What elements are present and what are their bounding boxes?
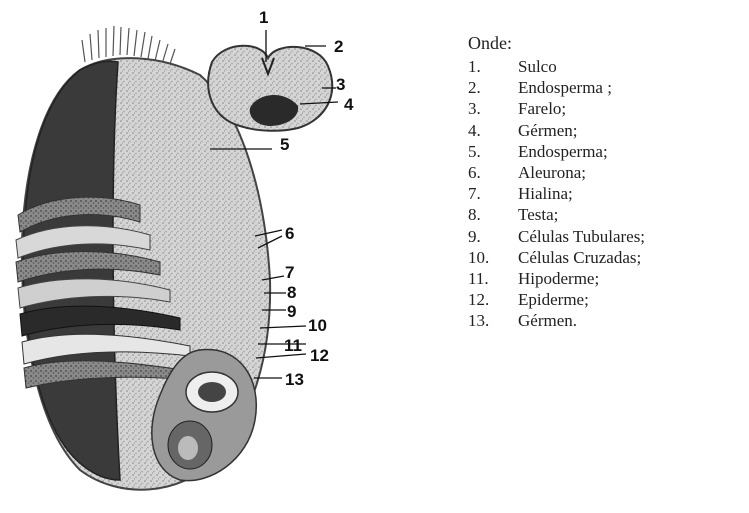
figure-label-2: 2 xyxy=(334,37,343,56)
figure-label-12: 12 xyxy=(310,346,329,365)
legend-item-text: Hipoderme; xyxy=(518,269,599,288)
figure-label-6: 6 xyxy=(285,224,294,243)
legend-item-text: Testa; xyxy=(518,205,558,224)
legend-item-number: 9. xyxy=(468,226,518,247)
figure-label-1: 1 xyxy=(259,8,268,27)
legend-item-text: Endosperma ; xyxy=(518,78,612,97)
legend-item-number: 11. xyxy=(468,268,518,289)
figure-label-9: 9 xyxy=(287,302,296,321)
legend-item-number: 13. xyxy=(468,310,518,331)
figure-label-7: 7 xyxy=(285,263,294,282)
legend-item-number: 4. xyxy=(468,120,518,141)
legend-item: 5.Endosperma; xyxy=(468,141,748,162)
legend-item-text: Sulco xyxy=(518,57,557,76)
legend-item-text: Farelo; xyxy=(518,99,566,118)
figure-label-10: 10 xyxy=(308,316,327,335)
legend-list: 1.Sulco 2.Endosperma ; 3.Farelo; 4.Gérme… xyxy=(468,56,748,332)
legend-item-text: Células Cruzadas; xyxy=(518,248,641,267)
legend-item-number: 8. xyxy=(468,204,518,225)
legend-item: 9.Células Tubulares; xyxy=(468,226,748,247)
legend-item-number: 2. xyxy=(468,77,518,98)
legend-item-number: 3. xyxy=(468,98,518,119)
figure-label-13: 13 xyxy=(285,370,304,389)
figure-label-4: 4 xyxy=(344,95,354,114)
legend-item-number: 10. xyxy=(468,247,518,268)
legend-item-text: Gérmen. xyxy=(518,311,577,330)
legend-item: 12.Epiderme; xyxy=(468,289,748,310)
legend-item: 1.Sulco xyxy=(468,56,748,77)
legend-item: 2.Endosperma ; xyxy=(468,77,748,98)
figure-label-5: 5 xyxy=(280,135,289,154)
figure-label-8: 8 xyxy=(287,283,296,302)
legend-item: 13.Gérmen. xyxy=(468,310,748,331)
legend-item-text: Epiderme; xyxy=(518,290,589,309)
legend-item: 11.Hipoderme; xyxy=(468,268,748,289)
legend-item-number: 5. xyxy=(468,141,518,162)
legend: Onde: 1.Sulco 2.Endosperma ; 3.Farelo; 4… xyxy=(468,33,748,332)
legend-title: Onde: xyxy=(468,33,748,54)
grain-cross-section xyxy=(208,46,332,131)
legend-item: 7.Hialina; xyxy=(468,183,748,204)
legend-item-text: Gérmen; xyxy=(518,121,577,140)
legend-item-number: 7. xyxy=(468,183,518,204)
legend-item-number: 6. xyxy=(468,162,518,183)
legend-item: 4.Gérmen; xyxy=(468,120,748,141)
legend-item-text: Aleurona; xyxy=(518,163,586,182)
legend-item: 10.Células Cruzadas; xyxy=(468,247,748,268)
legend-item-number: 1. xyxy=(468,56,518,77)
legend-item: 6.Aleurona; xyxy=(468,162,748,183)
legend-item-text: Hialina; xyxy=(518,184,573,203)
legend-item: 8.Testa; xyxy=(468,204,748,225)
legend-item: 3.Farelo; xyxy=(468,98,748,119)
figure-label-11: 11 xyxy=(284,336,302,355)
legend-item-text: Endosperma; xyxy=(518,142,608,161)
figure-label-3: 3 xyxy=(336,75,345,94)
legend-item-text: Células Tubulares; xyxy=(518,227,645,246)
legend-item-number: 12. xyxy=(468,289,518,310)
